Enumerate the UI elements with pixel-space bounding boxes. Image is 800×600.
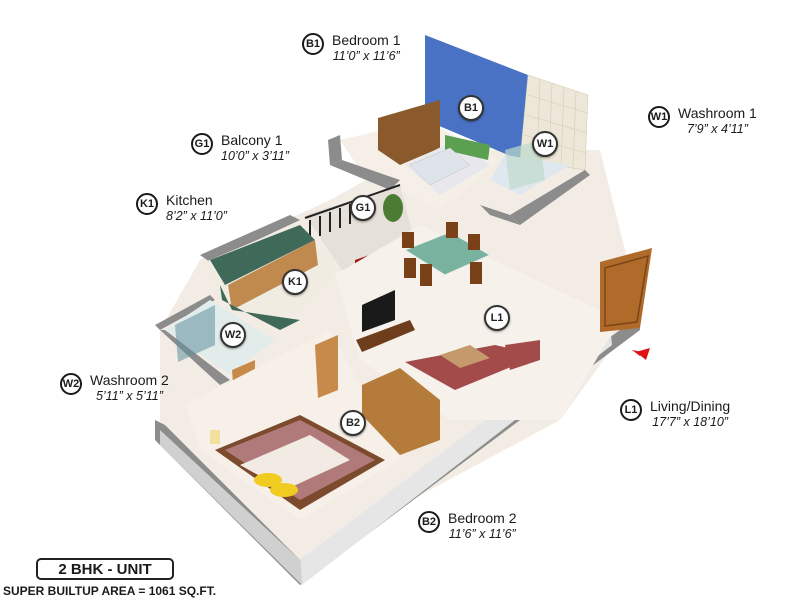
room-label-kitchen: K1 Kitchen 8’2” x 11’0” bbox=[136, 192, 227, 224]
room-dimensions: 17’7” x 18’10” bbox=[652, 415, 728, 429]
room-dimensions: 8’2” x 11’0” bbox=[166, 209, 227, 223]
room-name: Bedroom 2 bbox=[448, 510, 517, 526]
room-label-balcony1: G1 Balcony 1 10’0” x 3’11” bbox=[191, 132, 289, 164]
room-dimensions: 10’0” x 3’11” bbox=[221, 149, 289, 163]
plan-badge-l1: L1 bbox=[484, 305, 510, 331]
room-name: Kitchen bbox=[166, 192, 213, 208]
plan-badge-k1: K1 bbox=[282, 269, 308, 295]
bedroom1-wardrobe bbox=[378, 100, 440, 165]
room-badge-l1: L1 bbox=[620, 399, 642, 421]
room-dimensions: 5’11” x 5’11” bbox=[95, 389, 163, 403]
balcony-railing bbox=[304, 184, 401, 240]
kitchen-counter bbox=[210, 225, 315, 285]
room-label-washroom2: W2 Washroom 2 5’11” x 5’11” bbox=[60, 372, 169, 404]
super-builtup-area: SUPER BUILTUP AREA = 1061 SQ.FT. bbox=[3, 584, 217, 598]
room-badge-b1: B1 bbox=[302, 33, 324, 55]
sofa bbox=[405, 345, 540, 390]
room-name: Washroom 2 bbox=[90, 372, 169, 388]
coffee-table bbox=[440, 345, 490, 368]
dining-chairs bbox=[402, 222, 482, 286]
room-name: Living/Dining bbox=[650, 398, 731, 414]
entrance-door bbox=[600, 248, 652, 332]
room-label-living-dining: L1 Living/Dining 17’7” x 18’10” bbox=[620, 398, 730, 430]
room-badge-w2: W2 bbox=[60, 373, 82, 395]
balcony-plant bbox=[383, 194, 403, 222]
room-name: Bedroom 1 bbox=[332, 32, 401, 48]
kitchen-cabinet bbox=[228, 240, 318, 310]
room-badge-k1: K1 bbox=[136, 193, 158, 215]
tv-unit bbox=[356, 320, 415, 352]
plan-badge-g1: G1 bbox=[350, 195, 376, 221]
unit-type-badge: 2 BHK - UNIT bbox=[36, 558, 174, 580]
room-badge-w1: W1 bbox=[648, 106, 670, 128]
plan-badge-w2: W2 bbox=[220, 322, 246, 348]
room-badge-b2: B2 bbox=[418, 511, 440, 533]
room-dimensions: 7’9” x 4’11” bbox=[686, 122, 748, 136]
entry-arrow-icon bbox=[636, 348, 650, 360]
washroom2-tile bbox=[175, 305, 215, 362]
exterior-wall-left bbox=[160, 430, 302, 585]
bedroom2-wardrobe bbox=[362, 368, 440, 455]
kitchen-counter-side bbox=[220, 285, 300, 330]
plan-badge-w1: W1 bbox=[532, 131, 558, 157]
bedroom2-door bbox=[315, 335, 338, 398]
plan-badge-b1: B1 bbox=[458, 95, 484, 121]
bedroom2-lamp bbox=[210, 430, 220, 444]
room-label-washroom1: W1 Washroom 1 7’9” x 4’11” bbox=[648, 105, 757, 137]
room-label-bedroom1: B1 Bedroom 1 11’0” x 11’6” bbox=[302, 32, 400, 64]
plan-badge-b2: B2 bbox=[340, 410, 366, 436]
room-dimensions: 11’6” x 11’6” bbox=[448, 527, 516, 541]
room-name: Balcony 1 bbox=[221, 132, 283, 148]
room-dimensions: 11’0” x 11’6” bbox=[332, 49, 400, 63]
tv-screen bbox=[362, 290, 395, 332]
room-badge-g1: G1 bbox=[191, 133, 213, 155]
room-label-bedroom2: B2 Bedroom 2 11’6” x 11’6” bbox=[418, 510, 516, 542]
room-name: Washroom 1 bbox=[678, 105, 757, 121]
